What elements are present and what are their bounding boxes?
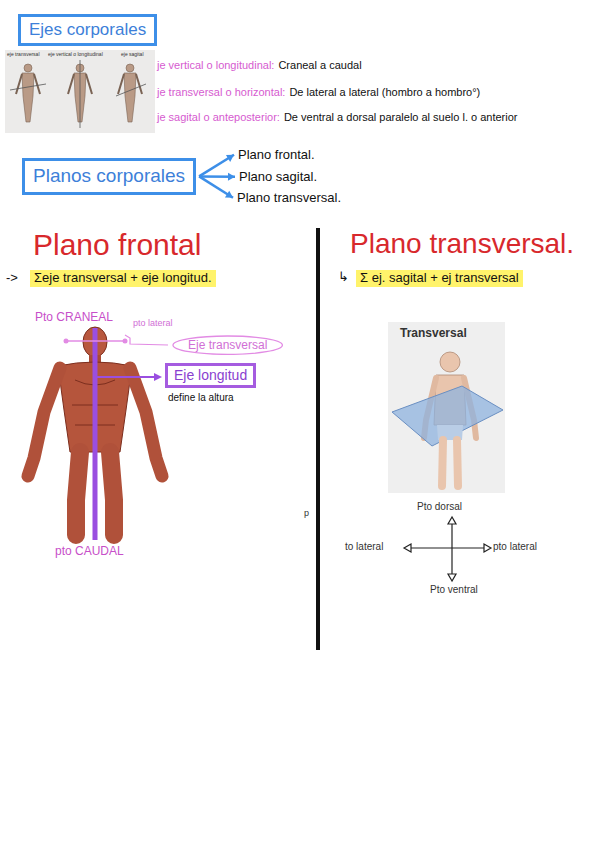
figure-body	[124, 73, 136, 122]
figure-caption: eje sagital	[121, 52, 144, 58]
list-item: Plano frontal.	[237, 146, 316, 164]
node-text: Eje longitud	[174, 367, 247, 384]
axis-definition: De lateral a lateral (hombro a hombro°)	[289, 86, 480, 99]
direction-label: pto lateral	[493, 541, 537, 553]
arrow-mark: ->	[6, 271, 18, 286]
point-label: pto lateral	[133, 318, 173, 328]
picture-title: Transversal	[400, 327, 467, 341]
person-head	[440, 352, 460, 372]
figures-ground	[5, 50, 155, 133]
node-text: Plano transversal.	[237, 190, 341, 206]
direction-label: to lateral	[345, 541, 383, 553]
axis-term: je sagital o anteposterior:	[157, 111, 280, 124]
title-box: Planos corporales	[22, 158, 196, 195]
person-legs	[442, 440, 458, 486]
arrow-line	[199, 176, 233, 197]
arrow-head	[228, 173, 235, 181]
arrow-head	[484, 544, 491, 552]
arrow-head	[404, 544, 411, 552]
figure-caption: eje vertical o longitudinal	[48, 52, 103, 58]
axis-dot	[123, 339, 128, 344]
cross-line	[408, 547, 487, 548]
axis-ellipse: Eje transversal	[172, 335, 283, 355]
arrow-head	[448, 574, 456, 581]
point-label: pto CAUDAL	[55, 545, 124, 559]
direction-label: Pto dorsal	[417, 501, 462, 513]
figure-leg	[76, 452, 80, 535]
transverse-axis	[66, 340, 125, 342]
picture-ground	[388, 322, 505, 493]
figure-arm	[28, 368, 60, 476]
figure-leg	[110, 452, 114, 535]
leader-line	[125, 335, 168, 345]
title-box: Ejes corporales	[18, 14, 157, 46]
axis-box: Eje longitud	[165, 363, 256, 388]
list-item: Plano transversal.	[236, 189, 342, 207]
figure-caption: eje transversal	[7, 52, 40, 58]
highlighted-note: Σeje transversal + eje longitud.	[30, 270, 216, 287]
node-text: Plano frontal.	[238, 147, 315, 163]
axis-line	[10, 84, 46, 90]
divider-line	[316, 228, 320, 650]
direction-cross	[404, 517, 491, 581]
figure-arms	[16, 74, 40, 94]
transverse-plane	[392, 386, 503, 446]
transverse-figure	[388, 322, 505, 493]
section-heading: Plano transversal.	[350, 228, 574, 260]
ellipse-shape	[173, 336, 282, 354]
axis-term: je transversal o horizontal:	[157, 86, 285, 99]
arrow-head	[226, 155, 234, 162]
axis-definition: Craneal a caudal	[278, 59, 361, 72]
figure-head	[126, 64, 134, 72]
axis-definition: De ventral a dorsal paralelo al suelo l.…	[284, 111, 518, 124]
node-text: Planos corporales	[33, 165, 185, 188]
node-text: Plano sagital.	[239, 169, 317, 185]
branch-arrow	[199, 176, 233, 197]
arrow-head	[154, 373, 162, 381]
point-label: Pto CRANEAL	[35, 311, 113, 325]
arrow-mark: ↳	[338, 270, 349, 285]
figure-arms	[118, 74, 142, 94]
section-heading: Plano frontal	[33, 228, 201, 263]
axis-term: je vertical o longitudinal:	[157, 59, 274, 72]
arrow-head	[448, 517, 456, 524]
figure-arm	[130, 368, 162, 476]
leader-arrow	[97, 376, 158, 378]
figure-body	[22, 73, 34, 122]
direction-label: Pto ventral	[430, 584, 478, 596]
figure-head	[24, 64, 32, 72]
longitudinal-axis	[93, 328, 98, 540]
axis-dot	[64, 339, 69, 344]
node-text: Eje transversal	[188, 338, 267, 352]
stray-mark: p	[304, 508, 309, 518]
axis-line	[116, 84, 146, 96]
axis-line	[80, 60, 81, 128]
node-text: Ejes corporales	[29, 20, 146, 40]
axes-figures	[5, 50, 155, 133]
highlighted-note: Σ ej. sagital + ej transversal	[356, 270, 523, 287]
note-text: define la altura	[168, 392, 234, 404]
list-item: Plano sagital.	[238, 168, 318, 186]
cross-line	[451, 521, 452, 577]
arrow-head	[225, 191, 233, 198]
